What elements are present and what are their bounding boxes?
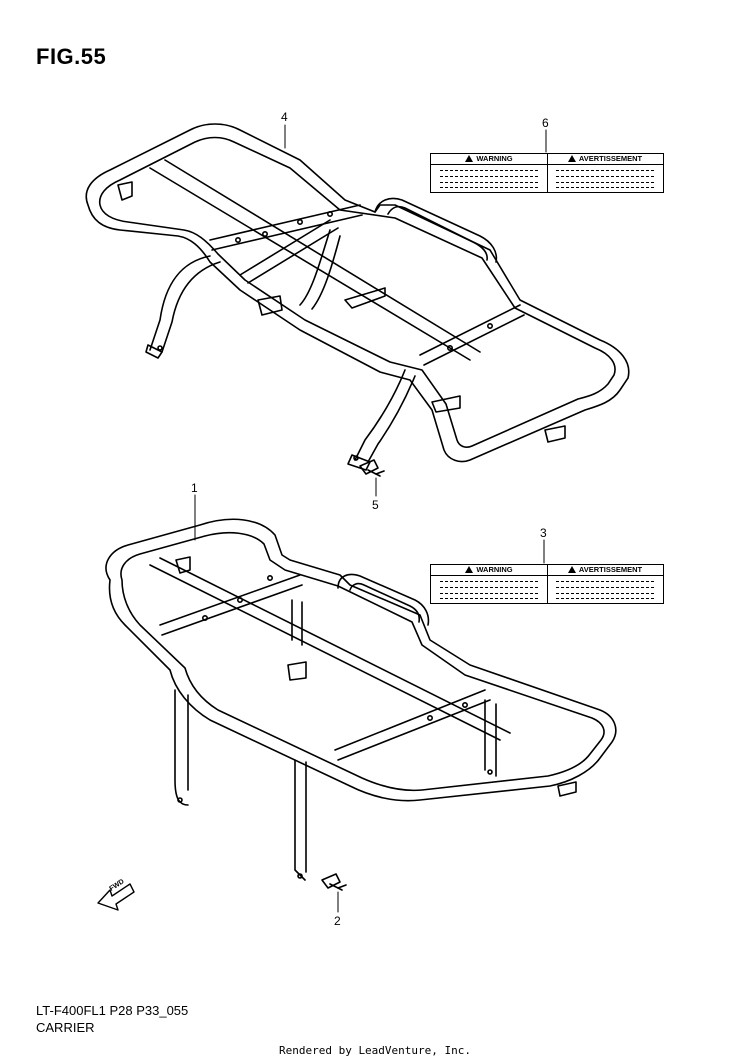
figure-name: CARRIER [36, 1020, 95, 1035]
rear-carrier-drawing[interactable] [85, 123, 630, 471]
warning-triangle-icon [567, 155, 576, 162]
warning-triangle-icon [567, 566, 576, 573]
callout-4: 4 [281, 110, 288, 124]
bolt-2-drawing[interactable] [321, 873, 347, 913]
callout-6: 6 [542, 116, 549, 130]
front-carrier-drawing[interactable] [105, 518, 617, 881]
avertissement-text: AVERTISSEMENT [578, 154, 643, 163]
warning-text: WARNING [476, 154, 513, 163]
avertissement-text: AVERTISSEMENT [578, 565, 643, 574]
warning-triangle-icon [465, 566, 474, 573]
bolt-5-drawing[interactable] [359, 459, 385, 497]
rendered-by-credit: Rendered by LeadVenture, Inc. [278, 1044, 472, 1057]
warning-text: WARNING [476, 565, 513, 574]
callout-5: 5 [372, 498, 379, 512]
callout-2: 2 [334, 914, 341, 928]
fwd-arrow-icon [97, 883, 135, 911]
figure-title: FIG.55 [36, 44, 107, 69]
warning-label-6[interactable]: WARNING AVERTISSEMENT [430, 153, 664, 193]
figure-code: LT-F400FL1 P28 P33_055 [36, 1003, 189, 1018]
warning-label-3[interactable]: WARNING AVERTISSEMENT [430, 564, 664, 604]
callout-3: 3 [540, 526, 547, 540]
warning-triangle-icon [465, 155, 474, 162]
callout-1: 1 [191, 481, 198, 495]
